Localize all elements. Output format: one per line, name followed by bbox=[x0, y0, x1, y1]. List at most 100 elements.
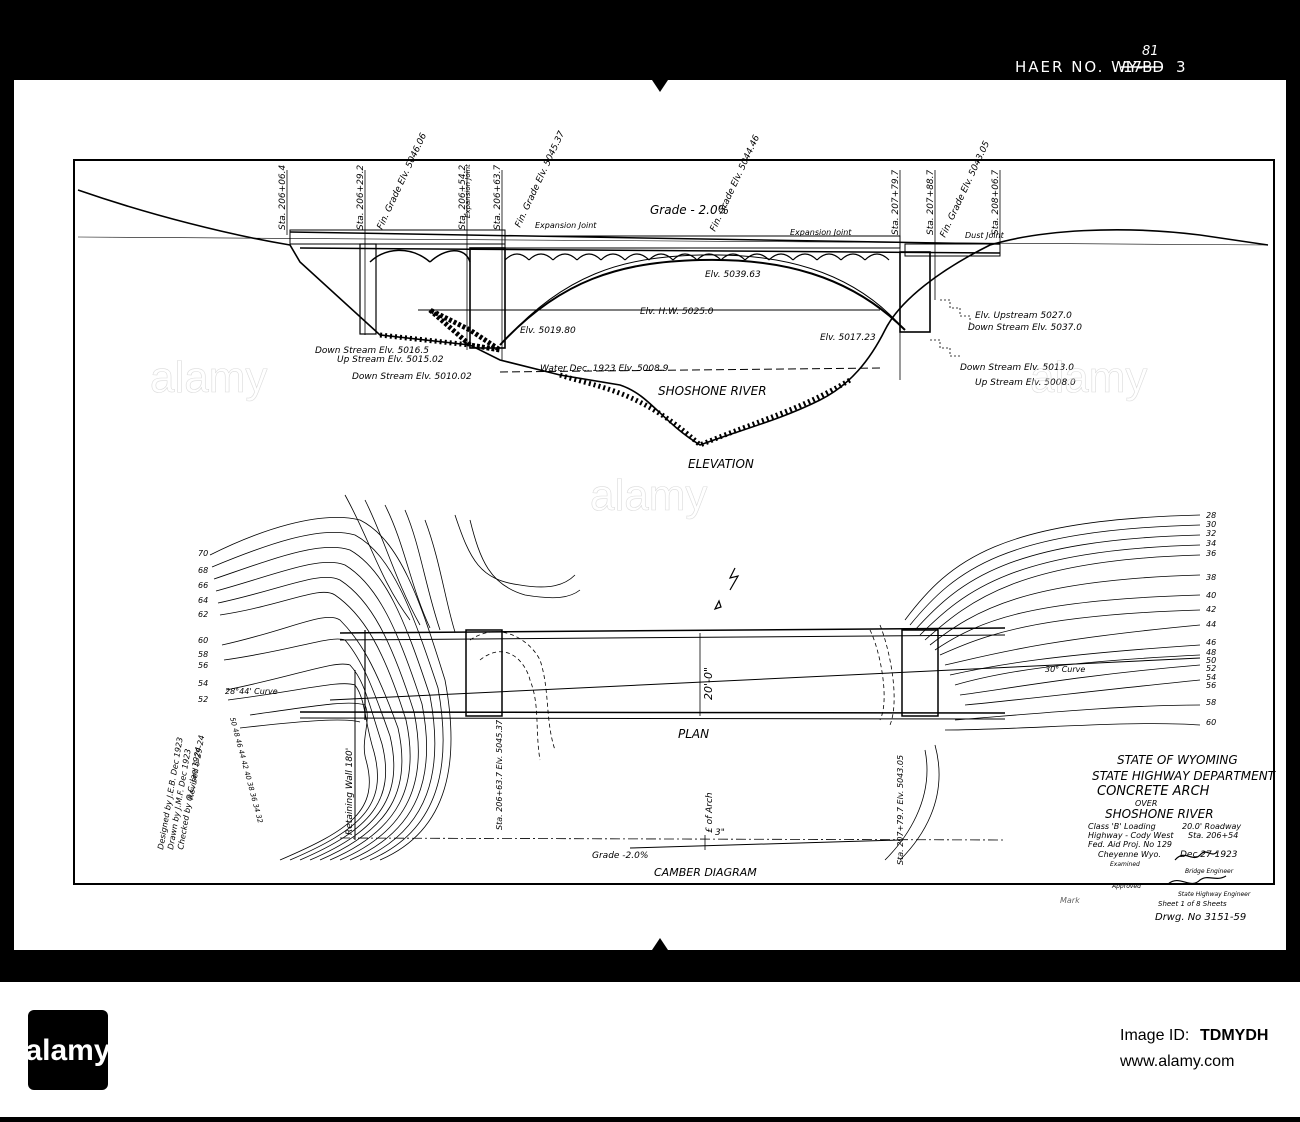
watermark: alamy alamy alamy bbox=[150, 353, 1148, 521]
dust-joint: Dust Joint bbox=[965, 231, 1005, 240]
station-7: Sta. 208+06.7 bbox=[991, 169, 1001, 235]
drawing-border bbox=[73, 159, 1275, 885]
station-5: Sta. 207+79.7 bbox=[891, 169, 901, 235]
tb-city: Cheyenne Wyo. bbox=[1098, 850, 1161, 859]
image-id-label: Image ID: bbox=[1120, 1027, 1189, 1044]
contour-left-70: 70 bbox=[198, 549, 208, 558]
station-lines bbox=[286, 170, 1001, 380]
image-id: TDMYDH bbox=[1200, 1027, 1268, 1044]
station-1: Sta. 206+06.4 bbox=[278, 164, 288, 230]
deck-lower bbox=[299, 247, 1001, 254]
watermark-1: alamy bbox=[150, 353, 267, 402]
riprap-left bbox=[428, 307, 502, 353]
station-plan-mid: Sta. 206+63.7 Elv. 5045.37 bbox=[495, 719, 504, 830]
tb-drawing-number: Drwg. No 3151-59 bbox=[1155, 912, 1246, 923]
tb-signatures bbox=[1167, 851, 1227, 885]
contour-right-28: 28 bbox=[1206, 511, 1216, 520]
contour-right-54: 54 bbox=[1206, 673, 1216, 682]
expansion-joint-2: Expansion Joint bbox=[790, 228, 852, 237]
contour-left-52: 52 bbox=[198, 695, 208, 704]
high-water-elevation: Elv. H.W. 5025.0 bbox=[640, 307, 714, 317]
camber-grade: Grade -2.0% bbox=[592, 851, 648, 861]
station-2: Sta. 206+29.2 bbox=[356, 164, 366, 230]
station-6: Sta. 207+88.7 bbox=[926, 169, 936, 235]
ground-profile bbox=[77, 189, 1269, 446]
tb-examined: Examined bbox=[1110, 861, 1140, 868]
elevation-view bbox=[77, 170, 1269, 448]
downstream-left-1: Down Stream Elv. 5016.5 bbox=[315, 346, 429, 356]
ground-hatch bbox=[379, 332, 852, 448]
abutment-left bbox=[359, 243, 377, 335]
footer-bar: alamy Image ID: TDMYDH www.alamy.com bbox=[0, 982, 1300, 1117]
contour-right-32: 32 bbox=[1206, 529, 1216, 538]
camber-baseline bbox=[339, 837, 1006, 841]
downstream-right-top: Down Stream Elv. 5037.0 bbox=[968, 323, 1082, 333]
tb-date: Dec 27 1923 bbox=[1180, 850, 1238, 860]
camber-diagram bbox=[339, 835, 1006, 850]
tb-mark: Mark bbox=[1060, 896, 1080, 905]
contour-right-38: 38 bbox=[1206, 573, 1216, 582]
contour-left-64: 64 bbox=[198, 596, 208, 605]
tb-type: CONCRETE ARCH bbox=[1097, 784, 1210, 799]
contours-left-low: 50 48 46 44 42 40 38 36 34 32 bbox=[228, 716, 264, 824]
spandrel-arches bbox=[504, 253, 890, 261]
contour-left-56: 56 bbox=[198, 661, 208, 670]
camber-title: CAMBER DIAGRAM bbox=[654, 866, 757, 879]
registration-mark-top bbox=[652, 80, 668, 92]
contour-right-56: 56 bbox=[1206, 681, 1216, 690]
contour-right-34: 34 bbox=[1206, 539, 1216, 548]
pier-plan-left bbox=[465, 629, 503, 717]
arch-extrados bbox=[504, 254, 901, 341]
curb-north-inner bbox=[339, 634, 1006, 641]
tb-project: Fed. Aid Proj. No 129 bbox=[1088, 840, 1172, 849]
roadway-centerline bbox=[329, 657, 1201, 701]
north-arrow bbox=[713, 567, 740, 611]
contour-right-60: 60 bbox=[1206, 718, 1216, 727]
camber-inches: 3" bbox=[715, 828, 725, 838]
contours-top bbox=[344, 494, 581, 633]
pier-plan-right bbox=[901, 629, 939, 717]
camber-labels: £ of Arch 3" Grade -2.0% CAMBER DIAGRAM bbox=[592, 792, 757, 879]
crown-elevation: Elv. 5039.63 bbox=[705, 270, 761, 280]
plan-labels: 70 68 66 64 62 60 58 56 54 52 50 48 46 4… bbox=[198, 511, 1216, 865]
alamy-logo-text: alamy bbox=[25, 1034, 110, 1067]
downstream-right: Down Stream Elv. 5013.0 bbox=[960, 363, 1074, 373]
plan-view bbox=[209, 494, 1201, 861]
contour-left-66: 66 bbox=[198, 581, 208, 590]
curve-left: 28°44' Curve bbox=[225, 687, 278, 696]
footer-svg: alamy Image ID: TDMYDH www.alamy.com bbox=[25, 1010, 1268, 1090]
camber-grade-line bbox=[629, 839, 901, 849]
upstream-right-top: Elv. Upstream 5027.0 bbox=[975, 311, 1072, 321]
approach-arches-left bbox=[369, 249, 471, 263]
contour-right-52: 52 bbox=[1206, 664, 1216, 673]
plan-title: PLAN bbox=[678, 727, 709, 741]
curb-north bbox=[339, 627, 1006, 634]
site-url: www.alamy.com bbox=[1119, 1053, 1234, 1070]
tb-sta: Sta. 206+54 bbox=[1188, 831, 1238, 840]
camber-arch: £ of Arch bbox=[705, 792, 715, 833]
river-label: SHOSHONE RIVER bbox=[658, 384, 767, 398]
contours-left bbox=[209, 517, 452, 861]
elevation-title: ELEVATION bbox=[688, 457, 754, 471]
contour-right-46: 46 bbox=[1206, 638, 1216, 647]
springing-right: Elv. 5017.23 bbox=[820, 333, 876, 343]
contour-left-62: 62 bbox=[198, 610, 208, 619]
tb-over: OVER bbox=[1135, 799, 1157, 808]
tb-bridge-engineer: Bridge Engineer bbox=[1185, 868, 1234, 875]
roadway-width: 20'-0" bbox=[702, 667, 715, 700]
alamy-logo: alamy bbox=[25, 1010, 111, 1090]
watermark-3: alamy bbox=[1030, 353, 1147, 402]
contour-right-36: 36 bbox=[1206, 549, 1216, 558]
tb-sheet: Sheet 1 of 8 Sheets bbox=[1158, 900, 1227, 908]
drawing-sheet bbox=[14, 80, 1286, 950]
tb-state: STATE OF WYOMING bbox=[1117, 753, 1238, 767]
tb-department: STATE HIGHWAY DEPARTMENT bbox=[1092, 769, 1277, 783]
haer-handwritten: 81 bbox=[1142, 44, 1159, 59]
alamy-logo-box bbox=[28, 1010, 108, 1090]
retaining-wall: Retaining Wall 180' bbox=[345, 748, 355, 835]
tb-river: SHOSHONE RIVER bbox=[1105, 807, 1214, 821]
contour-right-44: 44 bbox=[1206, 620, 1216, 629]
footing-steps-right bbox=[930, 299, 971, 357]
expansion-joint-1: Expansion Joint bbox=[535, 221, 597, 230]
